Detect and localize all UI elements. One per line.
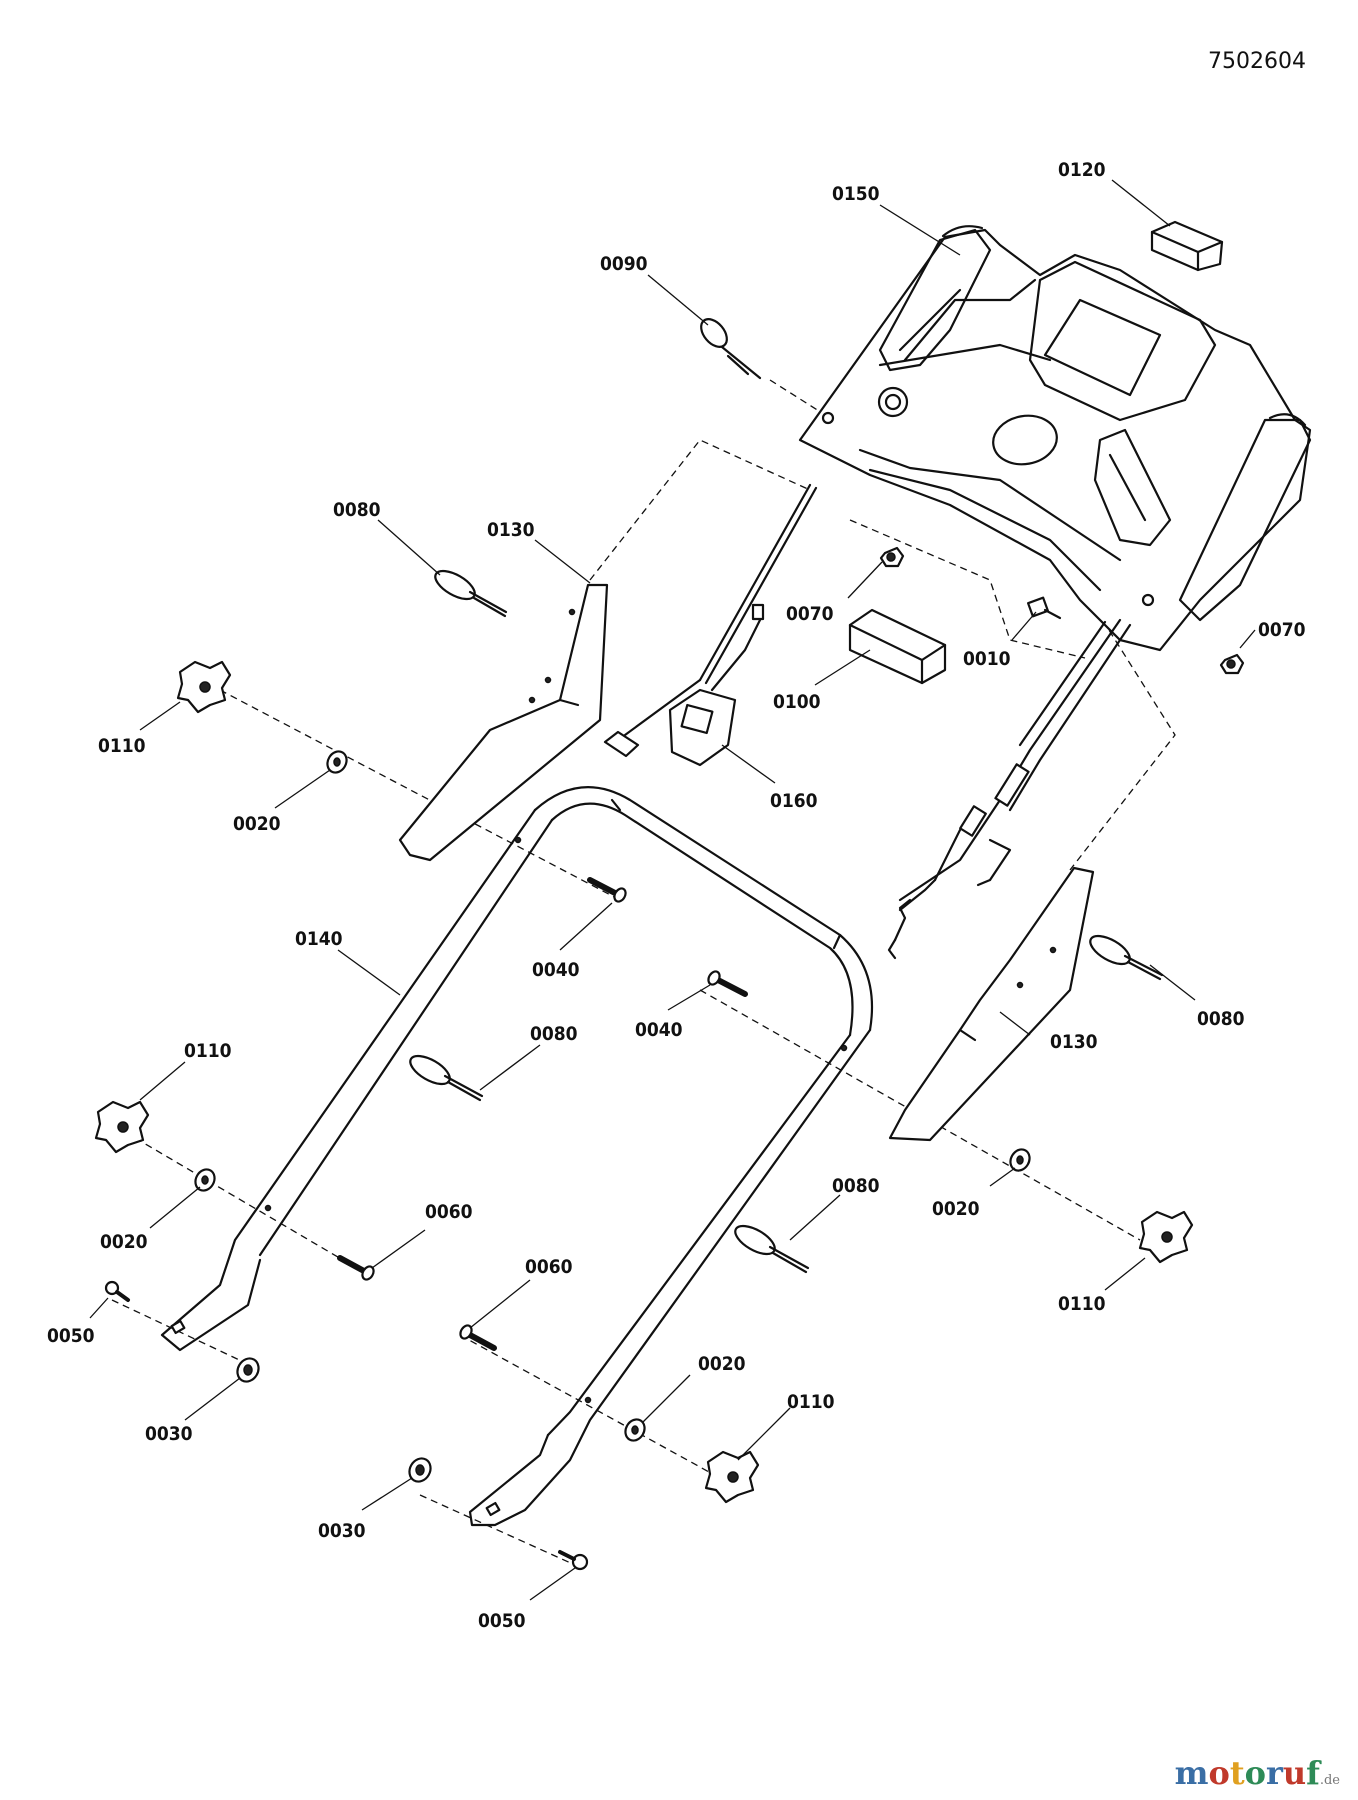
part-label: 0160 [770, 790, 818, 812]
flange-nut [408, 1457, 432, 1483]
cable-tie [434, 569, 508, 618]
part-label: 0110 [1058, 1293, 1106, 1315]
star-knob [94, 1100, 150, 1154]
part-label: 0150 [832, 183, 880, 205]
part-label: 0030 [318, 1520, 366, 1542]
bolt [459, 1324, 497, 1351]
washer [1009, 1148, 1031, 1172]
part-label: 0010 [963, 648, 1011, 670]
battery-block [848, 608, 947, 685]
control-panel-housing [798, 225, 1312, 652]
part-label: 0030 [145, 1423, 193, 1445]
screw [104, 1280, 130, 1302]
part-labels: 0120 0150 0090 0080 0130 0070 0010 0070 … [47, 159, 1306, 1632]
star-knob [176, 660, 232, 714]
flange-nut [236, 1357, 260, 1383]
leader-lines [89, 179, 1256, 1601]
part-label: 0080 [333, 499, 381, 521]
part-label: 0110 [184, 1040, 232, 1062]
part-label: 0040 [635, 1019, 683, 1041]
part-label: 0140 [295, 928, 343, 950]
nut [879, 546, 905, 568]
part-label: 0130 [1050, 1031, 1098, 1053]
rubber-block [1150, 220, 1224, 272]
watermark-letter: o [1208, 1754, 1230, 1792]
watermark-domain: .de [1319, 1773, 1340, 1788]
washer [194, 1168, 216, 1192]
screw [1026, 596, 1062, 620]
part-label: 0110 [787, 1391, 835, 1413]
bolt [337, 1255, 375, 1281]
part-label: 0080 [530, 1023, 578, 1045]
star-knob [704, 1450, 760, 1504]
watermark-letter: u [1282, 1754, 1307, 1792]
washer [624, 1418, 646, 1442]
bolt [707, 970, 748, 997]
cable-tie [1089, 934, 1164, 981]
watermark-letter: o [1244, 1754, 1266, 1792]
part-label: 0090 [600, 253, 648, 275]
part-label: 0040 [532, 959, 580, 981]
part-label: 0020 [698, 1353, 746, 1375]
switch-module [603, 483, 818, 767]
watermark-letter: m [1174, 1754, 1209, 1792]
watermark-logo: motoruf.de [1175, 1754, 1340, 1792]
upper-handle-tube-right [888, 866, 1095, 1142]
lower-handle-frame [160, 786, 874, 1527]
part-label: 0020 [100, 1231, 148, 1253]
part-label: 0050 [478, 1610, 526, 1632]
screw [558, 1550, 589, 1571]
document-number: 7502604 [1208, 49, 1306, 74]
part-label: 0060 [425, 1201, 473, 1223]
part-label: 0080 [1197, 1008, 1245, 1030]
part-label: 0100 [773, 691, 821, 713]
part-label: 0080 [832, 1175, 880, 1197]
bowden-cables [887, 618, 1132, 960]
cable-tie [409, 1054, 484, 1102]
washer [326, 750, 348, 774]
part-label: 0120 [1058, 159, 1106, 181]
part-label: 0070 [1258, 619, 1306, 641]
watermark-letter: r [1265, 1754, 1283, 1792]
upper-handle-tube-left [398, 583, 609, 862]
bolt [587, 877, 627, 903]
part-label: 0130 [487, 519, 535, 541]
watermark-letter: t [1229, 1754, 1245, 1792]
part-label: 0020 [932, 1198, 980, 1220]
part-label: 0060 [525, 1256, 573, 1278]
cable-tie [734, 1224, 810, 1274]
part-label: 0050 [47, 1325, 95, 1347]
watermark-letter: f [1306, 1754, 1320, 1792]
part-label: 0110 [98, 735, 146, 757]
part-label: 0020 [233, 813, 281, 835]
nut [1219, 653, 1245, 675]
star-knob [1138, 1210, 1194, 1264]
part-label: 0070 [786, 603, 834, 625]
